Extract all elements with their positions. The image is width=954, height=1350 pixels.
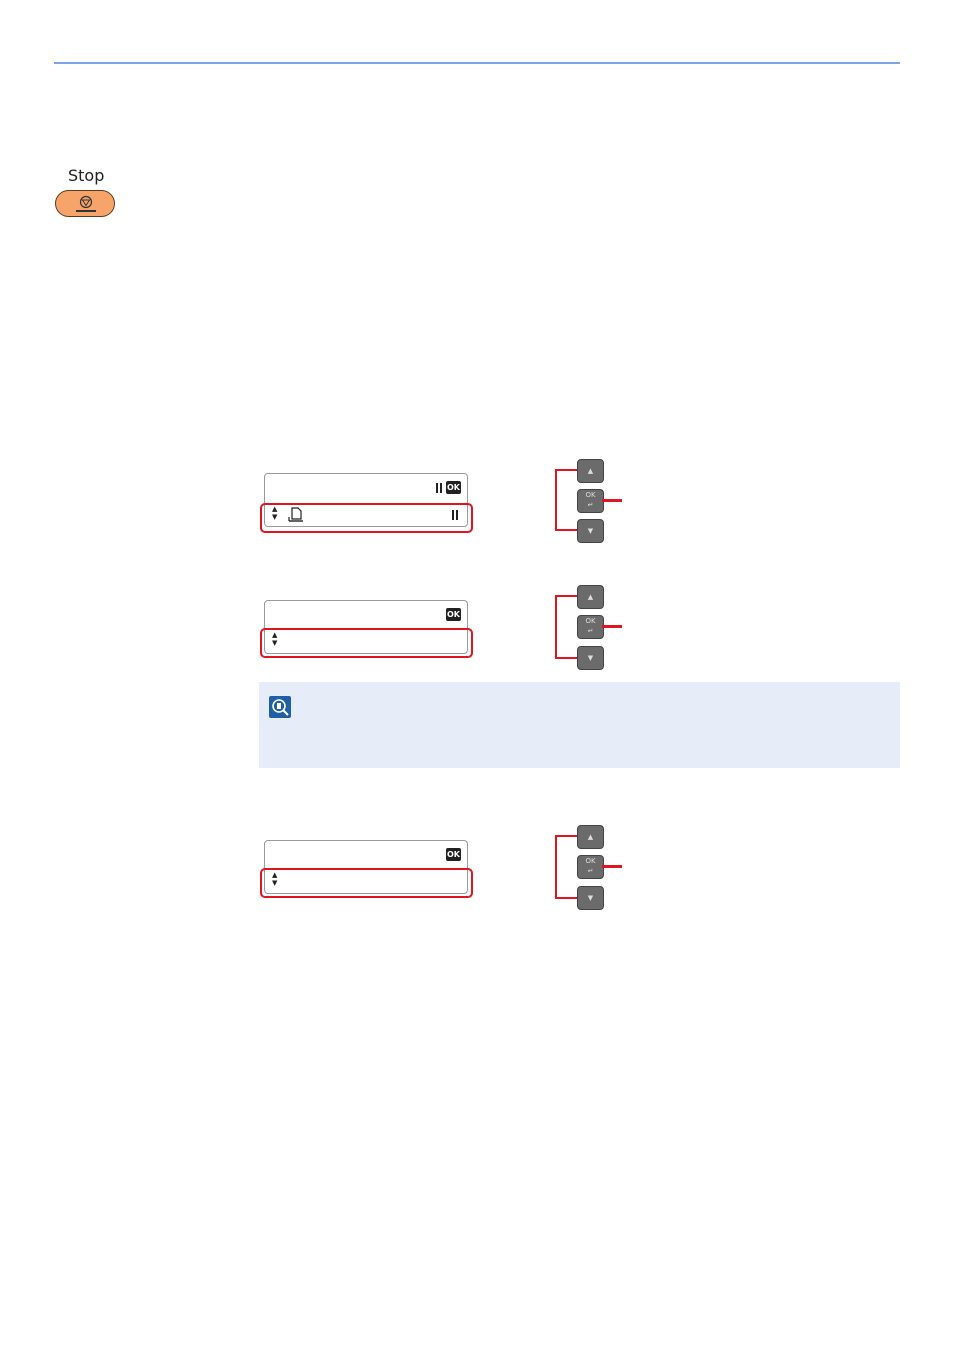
ok-key[interactable]: OK↵ (577, 855, 604, 879)
up-key[interactable]: ▲ (577, 585, 604, 609)
up-down-icon: ▲▼ (272, 631, 278, 647)
up-key[interactable]: ▲ (577, 459, 604, 483)
down-key[interactable]: ▼ (577, 519, 604, 543)
pause-icon (436, 483, 442, 493)
pointer-line (602, 625, 622, 628)
ok-key[interactable]: OK↵ (577, 489, 604, 513)
down-key[interactable]: ▼ (577, 886, 604, 910)
up-key[interactable]: ▲ (577, 825, 604, 849)
lcd-screen-1: OK ▲▼ (264, 473, 468, 527)
pointer-line (602, 499, 622, 502)
selection-highlight (260, 628, 473, 658)
pointer-line (602, 865, 622, 868)
keypad-2: ▲ OK↵ ▼ (555, 585, 635, 675)
note-icon (269, 696, 291, 718)
up-down-icon: ▲▼ (272, 871, 278, 887)
down-key[interactable]: ▼ (577, 646, 604, 670)
ok-key[interactable]: OK↵ (577, 615, 604, 639)
up-down-icon: ▲▼ (272, 505, 278, 521)
bracket (555, 835, 577, 899)
selection-highlight (260, 503, 473, 533)
stop-label: Stop (68, 166, 105, 185)
ok-badge: OK (446, 481, 461, 494)
pause-icon (452, 510, 458, 520)
lcd-screen-2: OK ▲▼ (264, 600, 468, 654)
keypad-3: ▲ OK↵ ▼ (555, 825, 635, 915)
header-rule (54, 62, 900, 64)
selection-highlight (260, 868, 473, 898)
stop-button[interactable] (55, 190, 115, 217)
note-box (259, 682, 900, 768)
lcd-screen-3: OK ▲▼ (264, 840, 468, 894)
ok-badge: OK (446, 608, 461, 621)
bracket (555, 595, 577, 659)
document-icon (288, 507, 303, 522)
bracket (555, 469, 577, 531)
keypad-1: ▲ OK↵ ▼ (555, 459, 635, 549)
stop-icon (76, 195, 96, 212)
ok-badge: OK (446, 848, 461, 861)
